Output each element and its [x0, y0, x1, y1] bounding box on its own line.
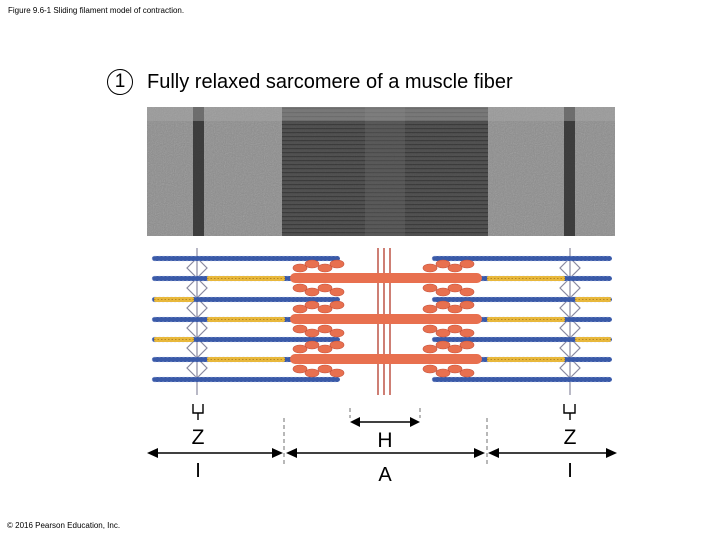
measurements	[147, 404, 617, 458]
electron-micrograph	[147, 107, 615, 236]
z-label-left: Z	[192, 426, 205, 449]
copyright-notice: © 2016 Pearson Education, Inc.	[7, 521, 121, 530]
myosin-heads	[292, 259, 475, 378]
step-number-badge: 1	[107, 69, 133, 95]
filament-diagram	[151, 248, 613, 395]
myosin-filaments	[290, 273, 482, 364]
figure-caption: Figure 9.6-1 Sliding filament model of c…	[8, 6, 185, 15]
z-bracket-left	[192, 404, 204, 420]
i-band-label-left: I	[195, 460, 201, 482]
figure-title: Fully relaxed sarcomere of a muscle fibe…	[147, 71, 513, 93]
titin-coil-marks	[154, 278, 611, 360]
h-zone-label: H	[377, 429, 392, 452]
a-band-label: A	[378, 464, 392, 486]
z-label-right: Z	[564, 426, 577, 449]
i-band-label-right: I	[567, 460, 573, 482]
z-bracket-right	[563, 404, 576, 420]
dashed-guides	[283, 408, 488, 466]
